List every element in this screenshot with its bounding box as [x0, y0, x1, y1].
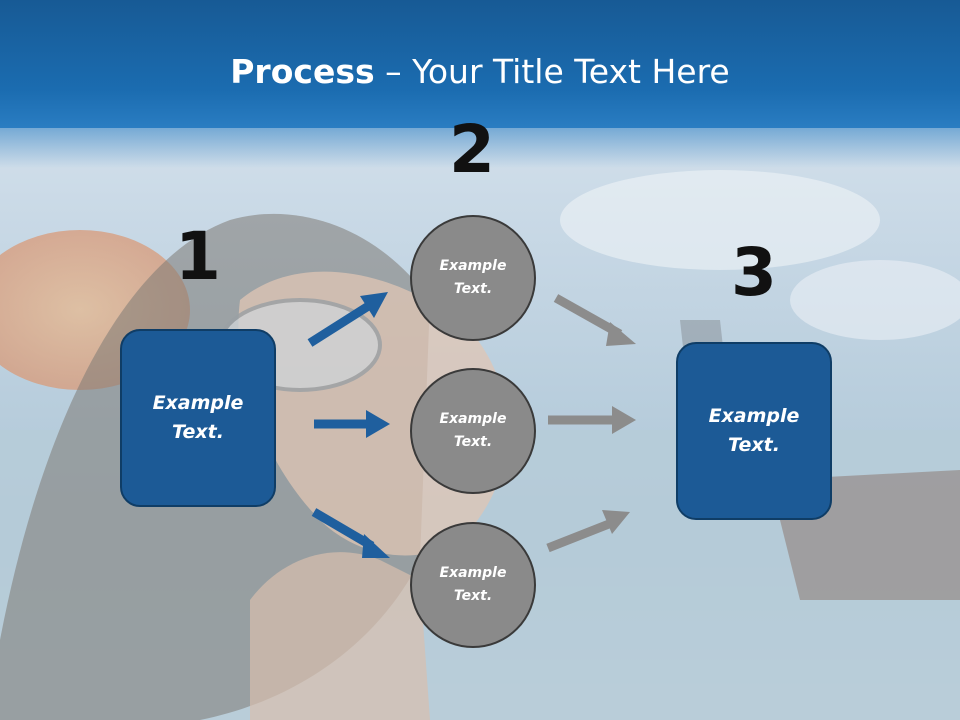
step-3-box[interactable]: Example Text.	[676, 342, 832, 520]
slide-title: Process – Your Title Text Here	[0, 52, 960, 91]
step-1-number: 1	[175, 218, 221, 295]
slide-title-bold: Process	[230, 52, 375, 91]
arrow-2a-to-3	[553, 294, 636, 346]
step-3-number: 3	[731, 234, 777, 311]
step-2-circle-bottom[interactable]: Example Text.	[410, 522, 536, 648]
arrow-1-to-2c	[311, 508, 390, 558]
step-3-text: Example Text.	[708, 405, 800, 456]
step-2-number: 2	[449, 111, 495, 188]
slide-title-rest: – Your Title Text Here	[374, 52, 730, 91]
step-2-circle-middle-text: Example Text.	[439, 411, 507, 450]
step-1-box[interactable]: Example Text.	[120, 329, 276, 507]
arrow-2b-to-3	[548, 406, 636, 434]
title-bar-fade	[0, 128, 960, 168]
arrow-2c-to-3	[546, 510, 630, 553]
step-2-circle-middle[interactable]: Example Text.	[410, 368, 536, 494]
arrow-1-to-2a	[307, 292, 388, 347]
step-2-circle-top[interactable]: Example Text.	[410, 215, 536, 341]
step-2-circle-bottom-text: Example Text.	[439, 565, 507, 604]
step-1-text: Example Text.	[152, 392, 244, 443]
arrow-1-to-2b	[314, 410, 390, 438]
step-2-circle-top-text: Example Text.	[439, 258, 507, 297]
title-bar	[0, 0, 960, 128]
